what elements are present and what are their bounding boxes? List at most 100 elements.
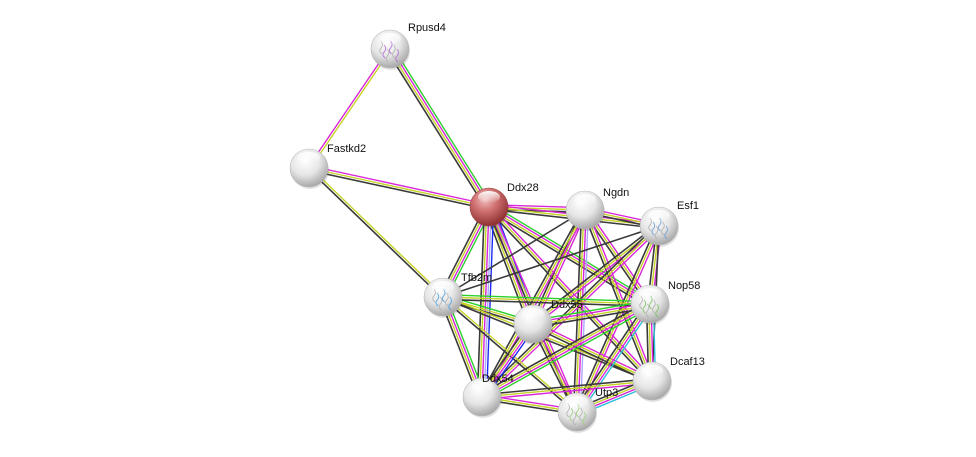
node-tfb2m[interactable]: Tfb2m	[423, 272, 492, 318]
node-nop58[interactable]: Nop58	[630, 280, 700, 325]
node-highlight	[478, 191, 500, 203]
evidence-line-neighborhood	[392, 46, 493, 206]
node-highlight	[522, 308, 544, 320]
node-highlight	[641, 365, 663, 377]
edge-ngdn-tfb2m[interactable]	[442, 209, 586, 298]
evidence-line-textmining	[309, 49, 392, 170]
evidence-line-textmining	[481, 225, 660, 398]
node-label-ngdn: Ngdn	[603, 187, 629, 199]
evidence-line-textmining	[442, 296, 651, 305]
node-utp3[interactable]: Utp3	[557, 387, 618, 433]
node-label-utp3: Utp3	[595, 387, 618, 399]
edge-ngdn-dcaf13[interactable]	[582, 208, 655, 383]
node-label-esf1: Esf1	[677, 200, 699, 212]
node-label-ddx55: Ddx55	[551, 299, 583, 311]
evidence-line-experiments	[481, 206, 490, 398]
edge-nop58-ddx54[interactable]	[479, 300, 653, 401]
evidence-line-neighborhood	[532, 299, 650, 322]
evidence-line-textmining	[309, 166, 445, 297]
node-highlight	[574, 194, 596, 206]
edge-ddx28-ddx54[interactable]	[476, 206, 495, 398]
evidence-line-experiments	[534, 210, 588, 326]
evidence-line-databases	[579, 305, 654, 415]
node-label-ddx28: Ddx28	[507, 182, 539, 194]
evidence-line-textmining	[486, 207, 532, 326]
node-label-fastkd2: Fastkd2	[327, 143, 366, 155]
evidence-line-textmining	[388, 49, 489, 208]
node-label-dcaf13: Dcaf13	[670, 356, 705, 368]
evidence-line-textmining	[488, 207, 650, 306]
edge-fastkd2-ddx28[interactable]	[308, 165, 490, 211]
evidence-line-experiments	[586, 208, 655, 381]
edge-ddx55-nop58[interactable]	[532, 299, 651, 329]
evidence-line-textmining	[575, 209, 585, 412]
evidence-line-experiments	[490, 204, 655, 380]
evidence-line-coexpression	[476, 206, 486, 397]
evidence-line-coexpression	[572, 209, 583, 412]
evidence-line-textmining	[443, 295, 653, 381]
evidence-line-experiments	[482, 382, 653, 400]
evidence-line-coexpression	[442, 209, 586, 298]
edge-tfb2m-dcaf13[interactable]	[442, 295, 653, 383]
node-highlight	[648, 210, 670, 222]
evidence-line-textmining	[576, 225, 660, 413]
evidence-line-coexpression	[531, 325, 652, 384]
node-ngdn[interactable]: Ngdn	[565, 187, 629, 231]
edge-tfb2m-nop58[interactable]	[442, 294, 651, 308]
evidence-line-coexpression	[479, 300, 649, 395]
evidence-line-coexpression	[442, 298, 650, 308]
evidence-line-coexpression	[481, 377, 652, 396]
evidence-line-coexpression	[442, 297, 652, 383]
edge-fastkd2-tfb2m[interactable]	[307, 166, 445, 299]
evidence-line-cooccurrence	[485, 207, 495, 398]
protein-structure-icon	[379, 40, 399, 63]
evidence-line-experiments	[532, 302, 650, 324]
evidence-line-textmining	[533, 304, 651, 326]
edge-nop58-utp3[interactable]	[573, 301, 654, 415]
node-ddx28[interactable]: Ddx28	[469, 182, 539, 228]
node-dcaf13[interactable]: Dcaf13	[632, 356, 705, 402]
evidence-line-textmining	[584, 209, 653, 382]
evidence-line-textmining	[532, 323, 653, 382]
node-fastkd2[interactable]: Fastkd2	[289, 143, 366, 189]
evidence-line-experiments	[309, 165, 490, 206]
node-ddx54[interactable]: Ddx54	[462, 373, 514, 418]
evidence-line-textmining	[575, 302, 650, 412]
evidence-line-experiments	[307, 47, 390, 168]
evidence-line-experiments	[577, 304, 652, 414]
evidence-line-coexpression	[483, 208, 530, 326]
evidence-line-coexpression	[386, 50, 487, 210]
evidence-line-homology	[483, 207, 492, 398]
evidence-line-experiments	[390, 48, 491, 207]
evidence-line-coexpression	[442, 225, 660, 298]
node-label-nop58: Nop58	[668, 280, 700, 292]
evidence-line-experiments	[533, 321, 654, 380]
evidence-line-coexpression	[308, 169, 489, 211]
node-ddx55[interactable]: Ddx55	[513, 299, 583, 345]
evidence-line-textmining	[308, 167, 490, 208]
node-highlight	[379, 33, 401, 45]
evidence-line-coexpression	[479, 223, 658, 396]
evidence-line-textmining	[479, 206, 488, 397]
edge-rpusd4-fastkd2[interactable]	[307, 47, 392, 170]
edge-ddx55-dcaf13[interactable]	[531, 321, 654, 384]
node-label-rpusd4: Rpusd4	[408, 22, 446, 34]
edge-esf1-tfb2m[interactable]	[442, 225, 660, 298]
protein-structure-icon	[566, 403, 586, 426]
node-rpusd4[interactable]: Rpusd4	[370, 22, 446, 70]
node-highlight	[298, 152, 320, 164]
evidence-line-experiments	[577, 210, 587, 413]
edge-rpusd4-ddx28[interactable]	[386, 46, 493, 210]
evidence-line-coexpression	[573, 301, 648, 411]
edges-layer	[307, 46, 662, 416]
node-highlight	[566, 396, 588, 408]
node-label-ddx54: Ddx54	[482, 373, 514, 385]
evidence-line-coexpression	[307, 168, 443, 299]
node-esf1[interactable]: Esf1	[639, 200, 699, 247]
evidence-line-neighborhood	[490, 203, 653, 302]
node-highlight	[432, 281, 454, 293]
edge-dcaf13-ddx54[interactable]	[481, 377, 653, 400]
evidence-line-neighborhood	[443, 294, 651, 303]
